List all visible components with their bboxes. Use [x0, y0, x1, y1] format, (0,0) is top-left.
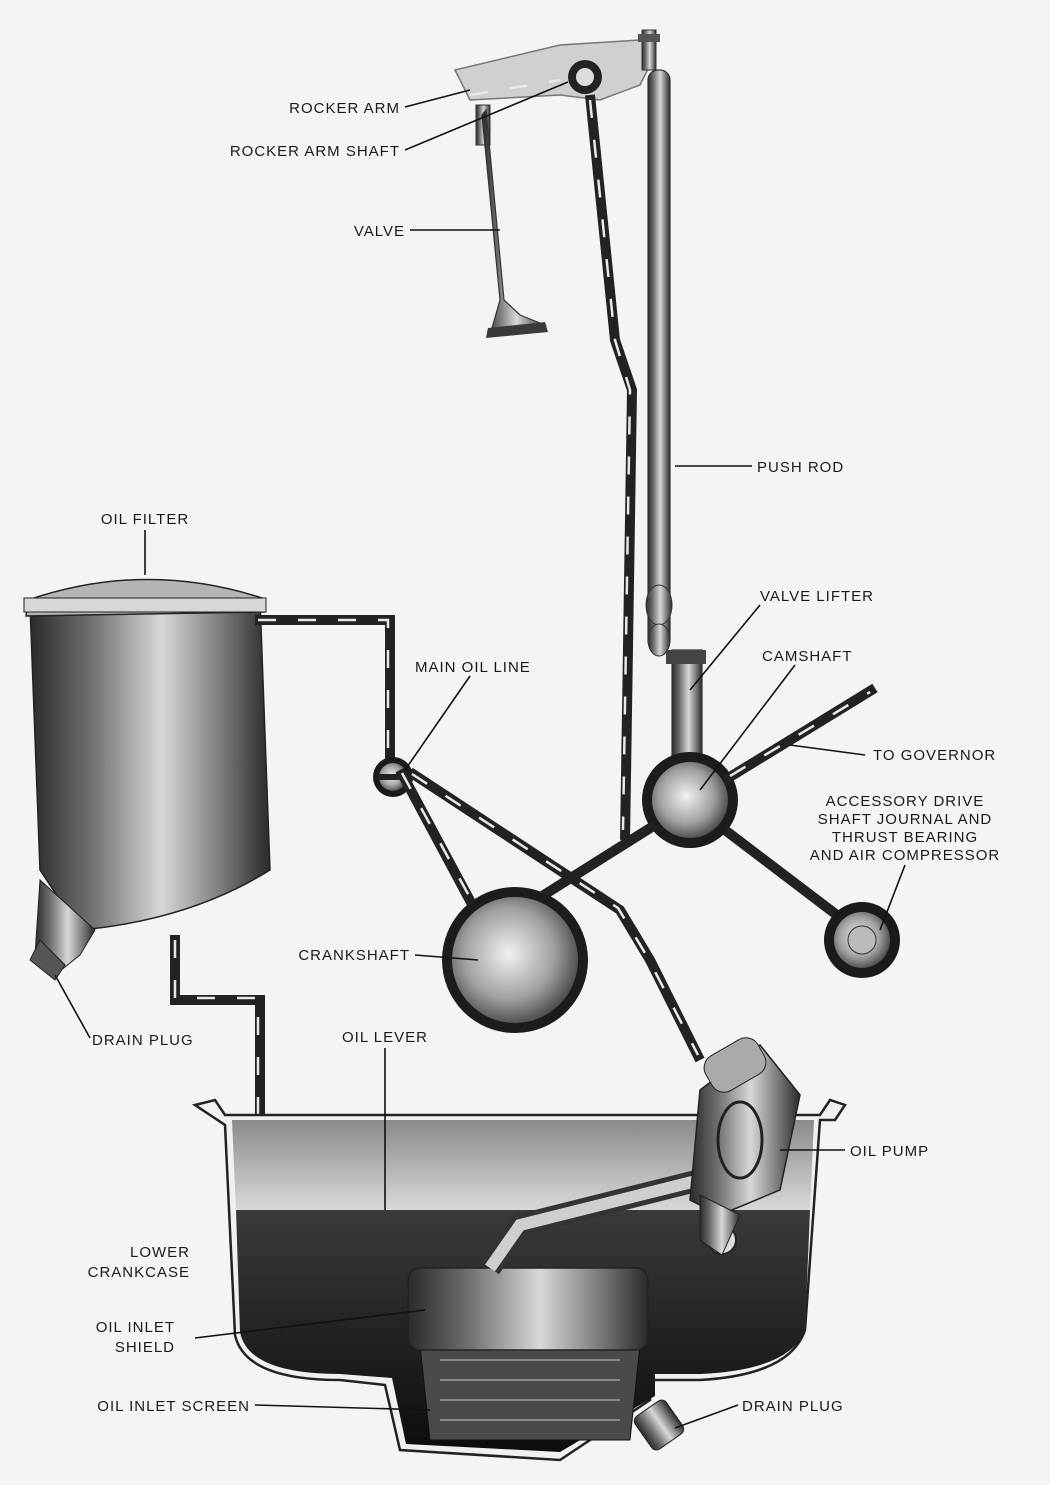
push-rod [645, 69, 673, 657]
label-drain-plug-filter: DRAIN PLUG [92, 1032, 194, 1049]
label-oil-inlet-screen: OIL INLET SCREEN [97, 1398, 250, 1415]
pan-drain-plug [633, 1399, 685, 1451]
label-camshaft: CAMSHAFT [762, 648, 853, 665]
oil-pump [689, 1037, 801, 1256]
valve-lifter [666, 649, 706, 771]
rocker-oil-line [585, 94, 638, 841]
rocker-arm-shaft [568, 60, 602, 94]
label-rocker-arm-shaft: ROCKER ARM SHAFT [230, 143, 400, 160]
valve [475, 104, 548, 338]
leader-lines [54, 81, 906, 1429]
oil-inlet-screen [419, 1344, 641, 1441]
label-drain-plug-pan: DRAIN PLUG [742, 1398, 844, 1415]
label-oil-filter: OIL FILTER [101, 511, 189, 528]
label-accessory-drive-1: ACCESSORY DRIVE [826, 793, 985, 810]
label-crankshaft: CRANKSHAFT [298, 947, 410, 964]
label-valve-lifter: VALVE LIFTER [760, 588, 874, 605]
rocker-arm [453, 39, 656, 101]
accessory-drive-journal [824, 902, 900, 978]
label-lower-crankcase-1: LOWER [130, 1244, 190, 1261]
pickup-tube [480, 1169, 703, 1275]
filter-inlet-line [170, 935, 265, 1125]
label-main-oil-line: MAIN OIL LINE [415, 659, 531, 676]
label-oil-inlet-shield-2: SHIELD [115, 1339, 175, 1356]
label-oil-lever: OIL LEVER [342, 1029, 428, 1046]
label-rocker-arm: ROCKER ARM [289, 100, 400, 117]
crankshaft [442, 887, 588, 1033]
label-accessory-drive-3: THRUST BEARING [832, 829, 978, 846]
label-oil-pump: OIL PUMP [850, 1143, 929, 1160]
oil-filter [23, 578, 271, 981]
label-valve: VALVE [354, 223, 405, 240]
label-oil-inlet-shield-1: OIL INLET [96, 1319, 175, 1336]
label-accessory-drive-2: SHAFT JOURNAL AND [818, 811, 993, 828]
label-lower-crankcase-2: CRANKCASE [88, 1264, 190, 1281]
filter-outlet-line [255, 615, 395, 770]
oil-inlet-shield [407, 1267, 649, 1351]
label-accessory-drive-4: AND AIR COMPRESSOR [810, 847, 1001, 864]
adjusting-screw [638, 29, 660, 71]
camshaft [642, 752, 738, 848]
label-to-governor: TO GOVERNOR [873, 747, 996, 764]
accessory-drive-line [721, 826, 854, 929]
to-governor-line [722, 683, 878, 785]
label-push-rod: PUSH ROD [757, 459, 844, 476]
